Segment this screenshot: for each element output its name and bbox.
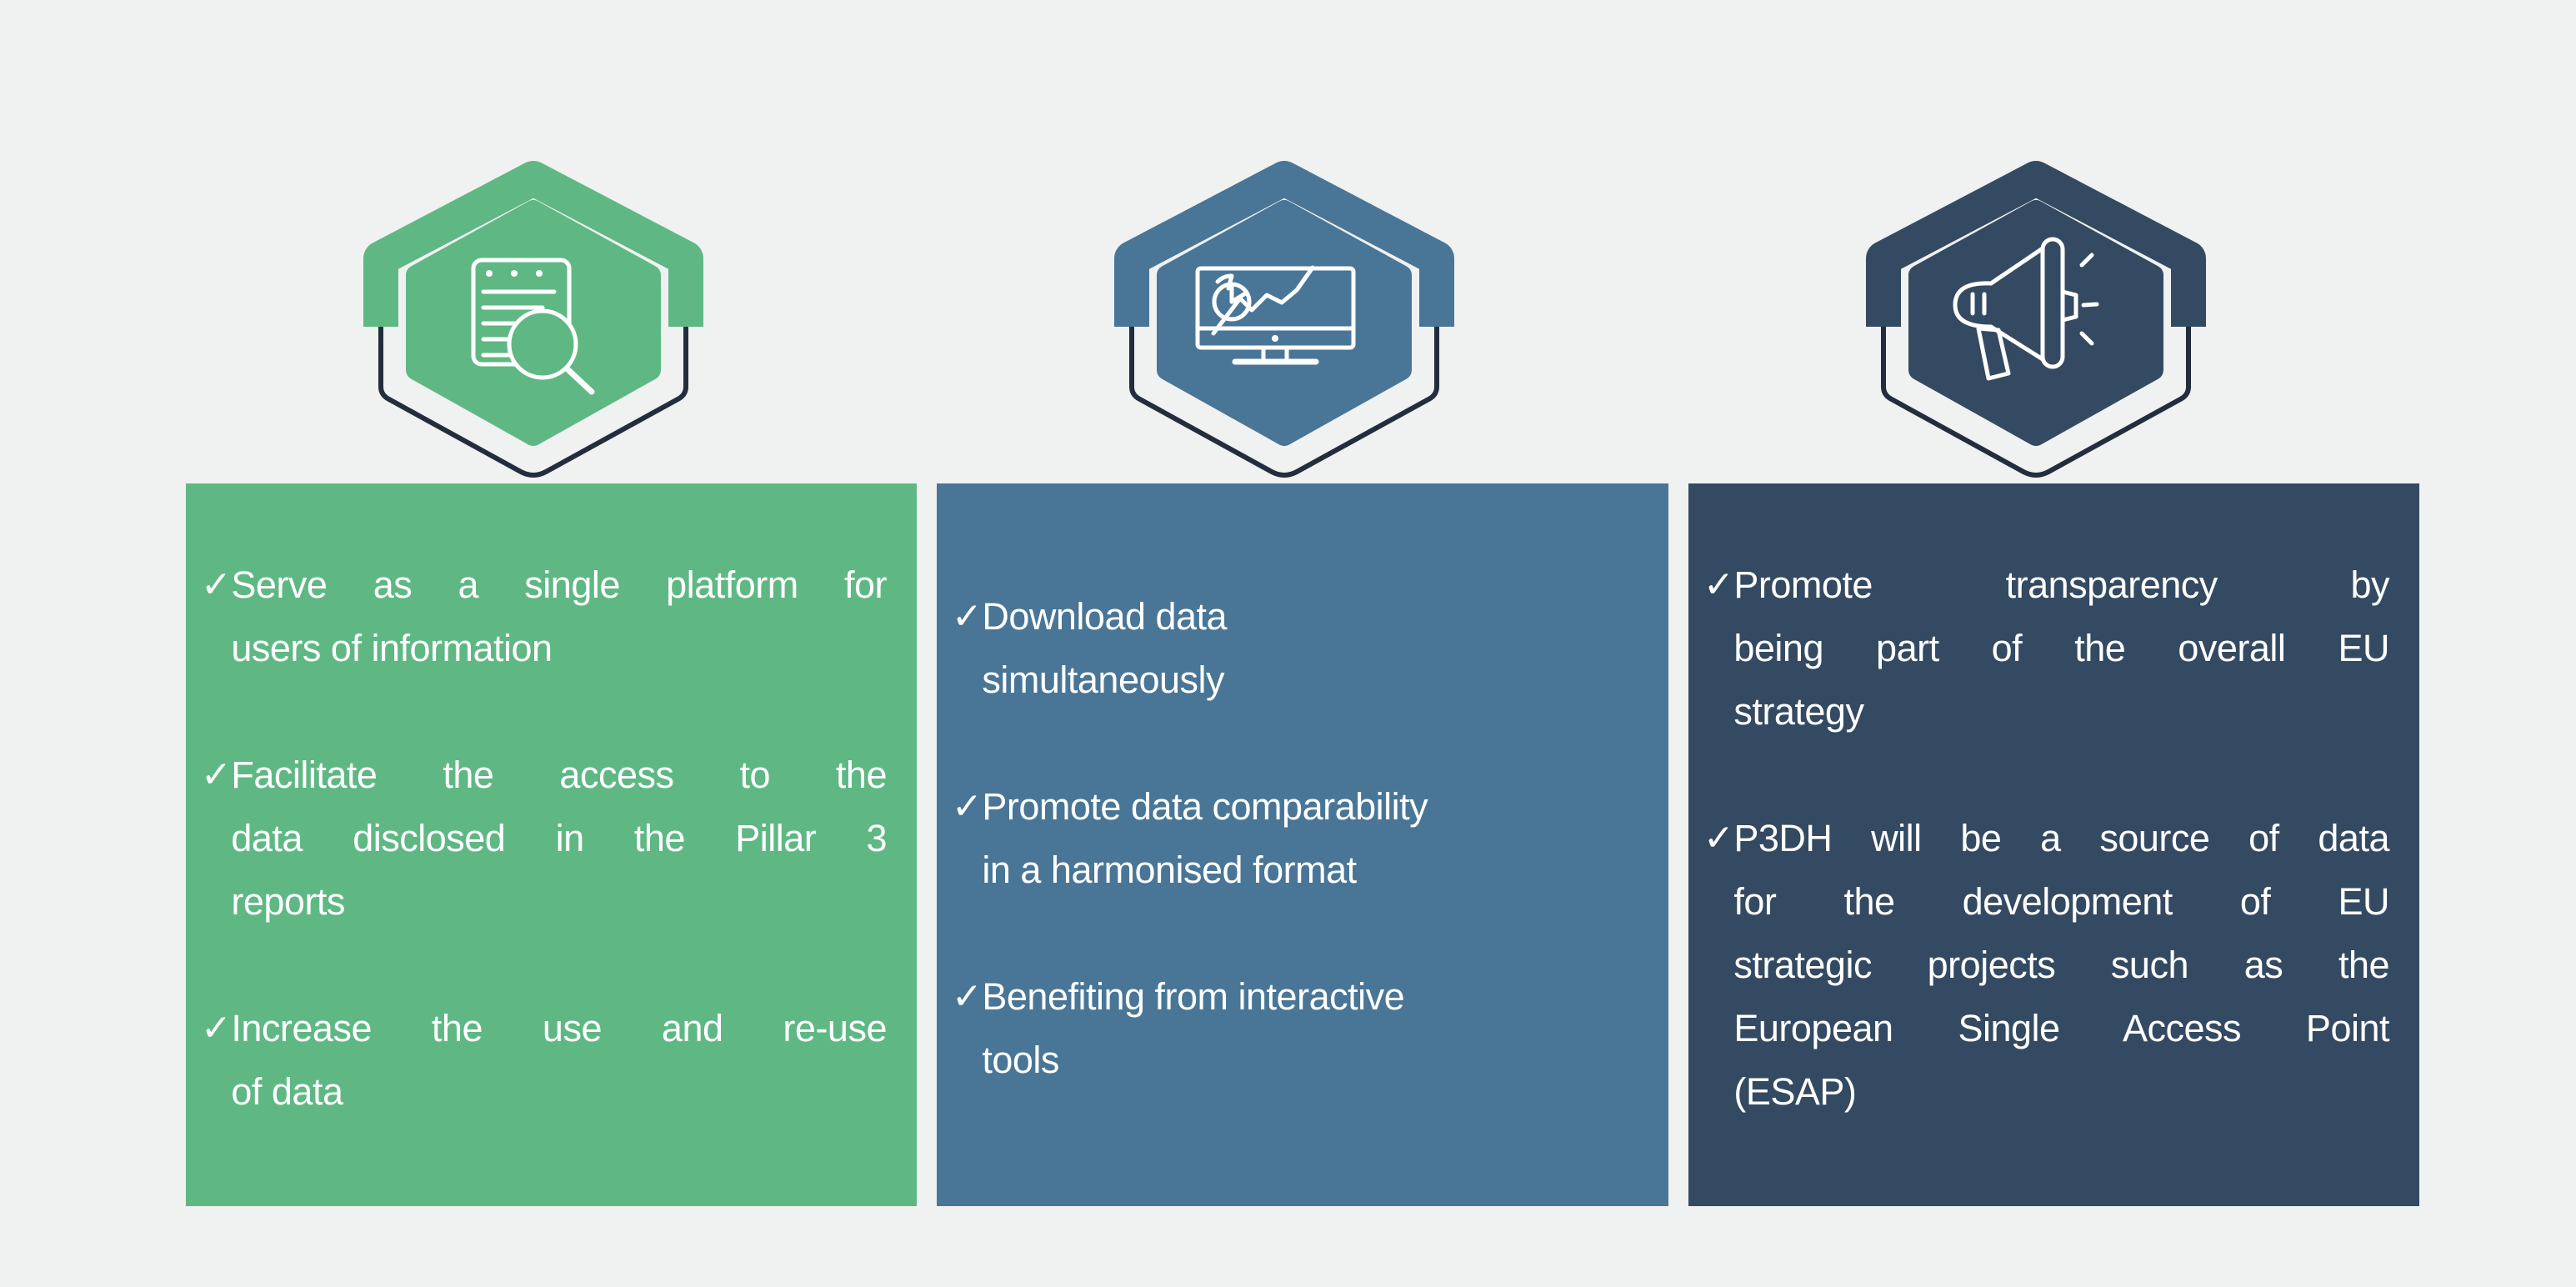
bullet-item: ✓Download data simultaneously (952, 585, 1638, 712)
bullet-text: Promote data comparability in a harmonise… (982, 775, 1638, 902)
document-search-icon (471, 258, 594, 395)
bullet-item: ✓Promote data comparability in a harmonis… (952, 775, 1638, 902)
bullet-line: data disclosed in the Pillar 3 (231, 817, 887, 859)
bullet-item: ✓Benefiting from interactive tools (952, 965, 1638, 1092)
bullet-line: (ESAP) (1733, 1070, 1857, 1113)
bullet-text: Benefiting from interactive tools (982, 965, 1638, 1092)
checkmark-icon: ✓ (1703, 818, 1734, 859)
bullet-text: Facilitate the access to the data disclos… (231, 744, 887, 934)
checkmark-icon: ✓ (201, 564, 232, 605)
bullet-line: Serve as a single platform for (231, 563, 887, 606)
bullet-item: ✓Serve as a single platform for users of … (201, 553, 887, 680)
hexagon-badge (1107, 157, 1462, 483)
checkmark-icon: ✓ (1703, 564, 1734, 605)
bullet-text: Increase the use and re-use of data (231, 997, 887, 1124)
bullet-line: Benefiting from interactive (982, 975, 1405, 1018)
monitor-analytics-icon (1195, 265, 1356, 365)
bullet-line: Increase the use and re-use (231, 1007, 887, 1049)
bullet-text: Serve as a single platform for users of i… (231, 553, 887, 680)
hexagon-badge (356, 157, 711, 483)
bullet-line: being part of the overall EU (1733, 627, 2389, 669)
bullet-item: ✓P3DH will be a source of data for the de… (1703, 807, 2389, 1124)
bullet-line: strategy (1733, 690, 1864, 733)
bullet-line: of data (231, 1070, 343, 1113)
bullet-text: Promote transparency by being part of the… (1733, 553, 2389, 744)
checkmark-icon: ✓ (952, 976, 983, 1017)
bullet-text: P3DH will be a source of data for the dev… (1733, 807, 2389, 1124)
hexagon-graphic (1865, 161, 2206, 478)
bullet-line: P3DH will be a source of data (1733, 817, 2389, 859)
bullet-line: Facilitate the access to the (231, 754, 887, 796)
checkmark-icon: ✓ (201, 1008, 232, 1049)
bullet-item: ✓Promote transparency by being part of th… (1703, 553, 2389, 744)
bullet-line: reports (231, 880, 345, 923)
checkmark-icon: ✓ (952, 786, 983, 827)
bullet-item: ✓Increase the use and re-use of data (201, 997, 887, 1124)
bullet-line: Promote transparency by (1733, 563, 2389, 606)
megaphone-icon (1953, 237, 2098, 381)
hexagon-badge (1858, 157, 2213, 483)
checkmark-icon: ✓ (952, 596, 983, 637)
checkmark-icon: ✓ (201, 754, 232, 795)
bullet-line: Download data (982, 595, 1228, 638)
bullet-line: simultaneously (982, 659, 1225, 701)
bullet-line: strategic projects such as the (1733, 944, 2389, 986)
bullet-line: in a harmonised format (982, 849, 1357, 891)
bullet-line: users of information (231, 627, 553, 669)
bullet-line: European Single Access Point (1733, 1007, 2389, 1049)
bullet-text: Download data simultaneously (982, 585, 1638, 712)
hexagon-graphic (1114, 161, 1454, 478)
bullet-line: for the development of EU (1733, 880, 2389, 923)
hexagon-graphic (363, 161, 703, 478)
bullet-line: tools (982, 1039, 1059, 1081)
bullet-line: Promote data comparability (982, 785, 1428, 828)
bullet-item: ✓Facilitate the access to the data disclo… (201, 744, 887, 934)
